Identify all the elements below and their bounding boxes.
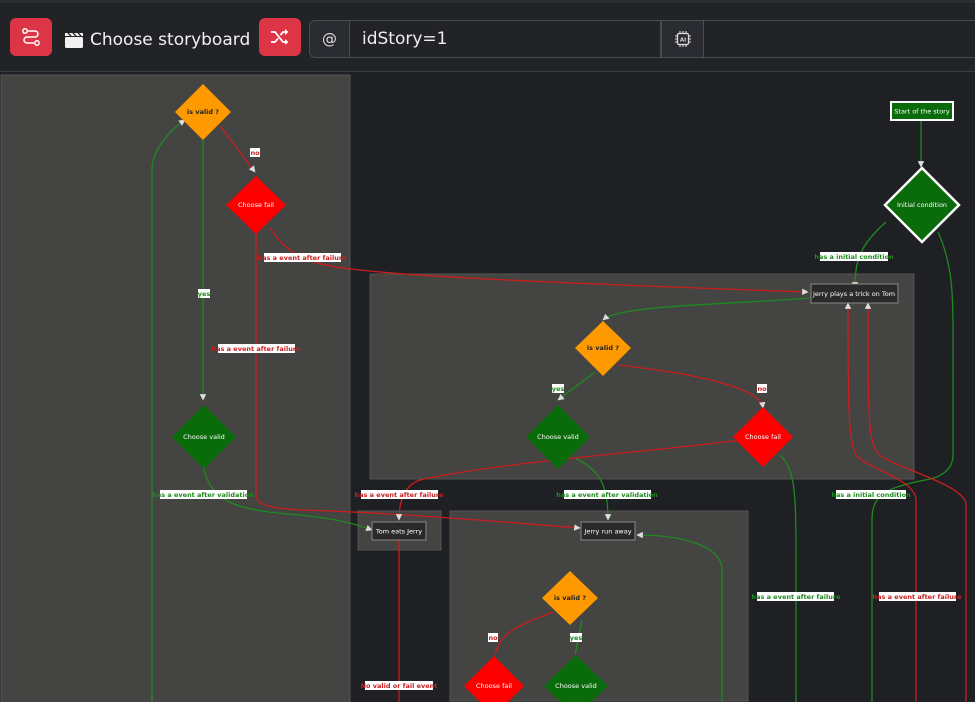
- edge-left-validation: [202, 464, 373, 532]
- clapper-icon: [65, 32, 83, 48]
- route-button[interactable]: [10, 18, 52, 56]
- edge-fail-back-a: [844, 302, 917, 702]
- node-choose-fail[interactable]: [464, 656, 524, 702]
- storyboard-label: Choose storyboard: [90, 30, 251, 50]
- toolbar: Choose storyboard ▼ @ AI: [0, 0, 975, 72]
- choose-storyboard-dropdown[interactable]: Choose storyboard ▼: [64, 21, 268, 59]
- edge-left-no: [219, 125, 256, 173]
- cluster-trick: [369, 273, 915, 480]
- shuffle-button[interactable]: [259, 18, 301, 56]
- node-choose-fail-label: Choose fail: [745, 433, 781, 441]
- edge-valid-runaway: [574, 457, 612, 521]
- node-initial-condition[interactable]: [883, 166, 961, 244]
- shuffle-icon: [271, 29, 289, 45]
- node-is-valid-label: is valid ?: [187, 108, 219, 116]
- node-is-valid-label: is valid ?: [554, 594, 586, 602]
- route-icon: [22, 28, 40, 46]
- ai-query-input[interactable]: [703, 20, 975, 58]
- edge-runaway-loop: [636, 531, 723, 702]
- node-jerry-trick-label: Jerry plays a trick on Tom: [812, 290, 895, 298]
- label-yes: yes: [552, 385, 565, 393]
- label-after-validation: has a event after validation: [556, 491, 658, 499]
- node-choose-valid-label: Choose valid: [555, 682, 597, 690]
- label-after-failure: has a event after failure: [212, 345, 302, 353]
- ai-button[interactable]: AI: [661, 20, 704, 58]
- node-tom-eats-label: Tom eats Jerry: [375, 528, 422, 536]
- node-choose-fail-label: Choose fail: [238, 201, 274, 209]
- node-is-valid-label: is valid ?: [587, 344, 619, 352]
- node-choose-fail-label: Choose fail: [476, 682, 512, 690]
- label-yes: yes: [570, 634, 583, 642]
- node-choose-valid[interactable]: [526, 405, 590, 469]
- node-initial-label: Initial condition: [897, 201, 947, 209]
- node-is-valid[interactable]: [542, 571, 598, 625]
- edge-fail-back-b: [864, 302, 967, 702]
- at-symbol: @: [309, 20, 350, 58]
- edge-isvalid-no: [617, 364, 766, 409]
- label-no-valid-or-fail: No valid or fail event: [361, 682, 438, 690]
- label-after-failure: has a event after failure: [873, 593, 963, 601]
- label-has-initial: has a initial condition: [814, 253, 894, 261]
- edge-left-fail-runaway: [255, 232, 581, 531]
- edge-run-no: [494, 611, 554, 656]
- node-is-valid[interactable]: [575, 321, 631, 376]
- node-jerry-run-label: Jerry run away: [583, 528, 631, 536]
- node-choose-valid[interactable]: [172, 405, 236, 469]
- label-after-failure: has a event after failure: [355, 491, 445, 499]
- node-start-label: Start of the story: [894, 108, 950, 116]
- node-choose-valid-label: Choose valid: [183, 433, 225, 441]
- ai-chip-icon: AI: [674, 31, 691, 47]
- story-graph: no yes has a event after failure has a e…: [0, 74, 967, 702]
- label-yes: yes: [198, 290, 211, 298]
- node-is-valid[interactable]: [175, 84, 231, 140]
- node-choose-fail[interactable]: [226, 176, 286, 234]
- svg-text:AI: AI: [679, 37, 685, 43]
- node-jerry-trick[interactable]: [810, 283, 899, 304]
- cluster-left: [0, 74, 351, 702]
- node-jerry-run-away[interactable]: [580, 521, 636, 541]
- node-choose-fail[interactable]: [733, 407, 793, 467]
- label-no: no: [488, 634, 498, 642]
- story-query-input[interactable]: [349, 20, 661, 58]
- edge-trick-isvalid: [602, 297, 811, 321]
- label-after-validation: has a event after validation: [152, 491, 254, 499]
- node-choose-valid-label: Choose valid: [537, 433, 579, 441]
- label-no: no: [757, 385, 767, 393]
- label-no: no: [250, 149, 260, 157]
- edge-fail-after-down: [779, 454, 797, 702]
- node-choose-valid[interactable]: [544, 655, 608, 702]
- edge-isvalid-yes: [557, 371, 596, 401]
- node-start[interactable]: [890, 101, 954, 121]
- label-has-initial: has a initial condition: [831, 491, 911, 499]
- edge-left-loop: [151, 119, 186, 702]
- node-tom-eats-jerry[interactable]: [371, 521, 427, 541]
- label-after-failure: has a event after failure: [258, 254, 348, 262]
- label-after-failure: has a event after failure: [752, 593, 842, 601]
